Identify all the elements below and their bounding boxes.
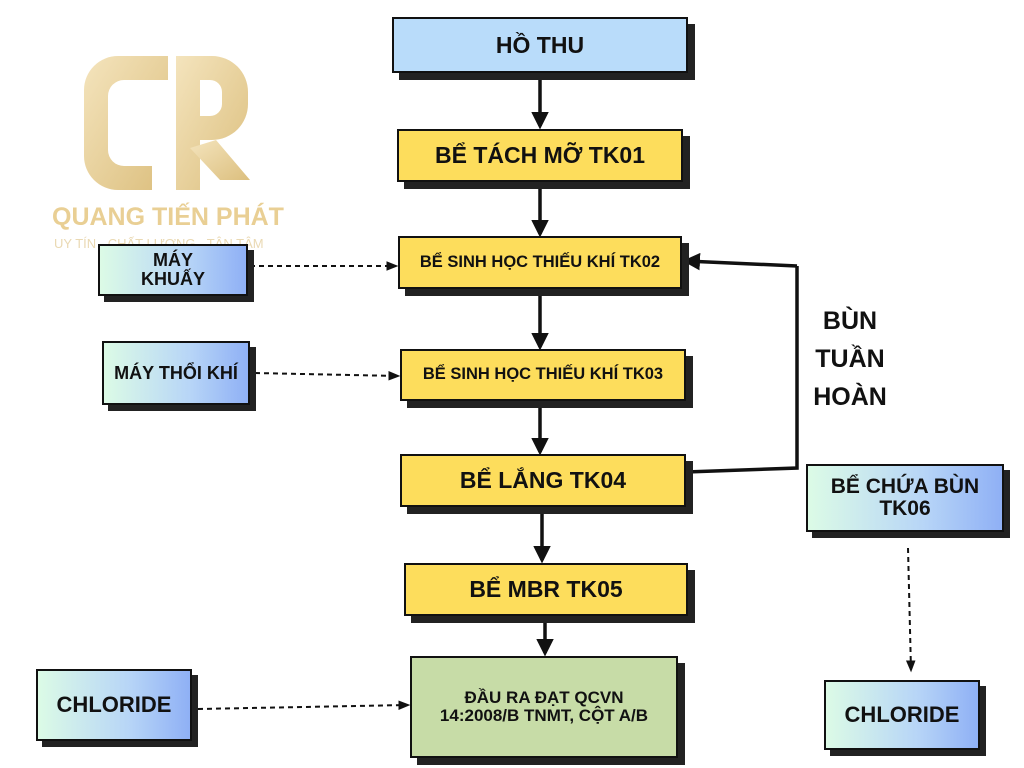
node-may-thoi-khi: MÁY THỔI KHÍ xyxy=(102,341,250,405)
dashed-arrow-maythoi-tk03 xyxy=(254,370,401,381)
node-ho-thu: HỒ THU xyxy=(392,17,688,73)
node-tk01-label: BỂ TÁCH MỠ TK01 xyxy=(434,142,646,169)
node-chloride-left-label: CHLORIDE xyxy=(56,692,172,718)
node-tk02-label: BỂ SINH HỌC THIẾU KHÍ TK02 xyxy=(419,252,661,271)
recirculation-arrow xyxy=(682,252,798,271)
recirculation-label-line-1: BÙN xyxy=(822,307,878,335)
node-tk05-label: BỂ MBR TK05 xyxy=(469,576,623,603)
recirculation-label-line-3: HOÀN xyxy=(813,383,887,411)
node-tk06: BỂ CHỨA BÙN TK06 xyxy=(806,464,1004,532)
node-tk03-label: BỂ SINH HỌC THIẾU KHÍ TK03 xyxy=(422,365,664,384)
node-chloride-left: CHLORIDE xyxy=(36,669,192,741)
dashed-arrow-tk06-chloride xyxy=(905,547,916,673)
recirculation-label: BÙN TUẦN HOÀN xyxy=(800,302,900,416)
recirculation-line xyxy=(685,266,799,474)
company-logo xyxy=(84,56,250,190)
node-tk06-label: BỂ CHỨA BÙN TK06 xyxy=(830,474,980,520)
node-may-thoi-khi-label: MÁY THỔI KHÍ xyxy=(114,362,238,383)
dashed-arrow-chloride-output xyxy=(197,700,411,710)
node-output-label: ĐẦU RA ĐẠT QCVN 14:2008/B TNMT, CỘT A/B xyxy=(439,688,649,725)
node-chloride-right-label: CHLORIDE xyxy=(844,702,960,728)
company-name: QUANG TIẾN PHÁT xyxy=(52,203,284,231)
node-output: ĐẦU RA ĐẠT QCVN 14:2008/B TNMT, CỘT A/B xyxy=(410,656,678,758)
node-may-khuay: MÁY KHUẤY xyxy=(98,244,248,296)
recirculation-label-line-2: TUẦN xyxy=(815,345,885,373)
node-tk02: BỂ SINH HỌC THIẾU KHÍ TK02 xyxy=(398,236,682,289)
node-may-khuay-label: MÁY KHUẤY xyxy=(140,250,205,289)
node-tk03: BỂ SINH HỌC THIẾU KHÍ TK03 xyxy=(400,349,686,401)
node-tk05: BỂ MBR TK05 xyxy=(404,563,688,616)
node-chloride-right: CHLORIDE xyxy=(824,680,980,750)
node-ho-thu-label: HỒ THU xyxy=(495,31,585,58)
node-tk04-label: BỂ LẮNG TK04 xyxy=(459,467,627,494)
node-tk04: BỂ LẮNG TK04 xyxy=(400,454,686,507)
node-tk01: BỂ TÁCH MỠ TK01 xyxy=(397,129,683,182)
